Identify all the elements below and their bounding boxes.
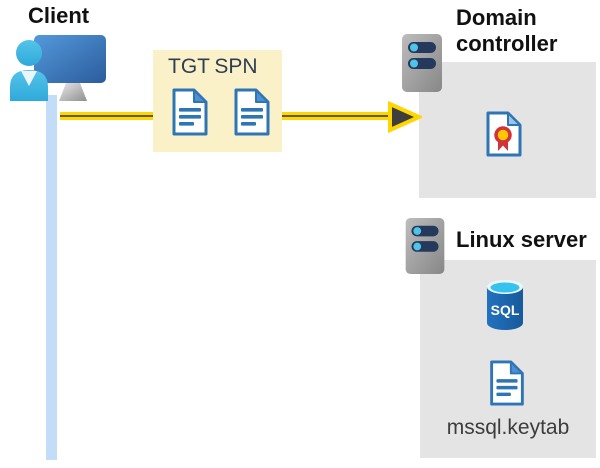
client-connection-line [46,95,57,460]
client-label: Client [28,3,90,28]
keytab-document-icon [488,359,526,407]
monitor-icon [34,35,106,101]
certificate-icon [485,110,523,158]
person-icon [10,40,48,101]
keytab-file-label: mssql.keytab [446,416,570,439]
tgt-label: TGT [168,55,210,78]
client-icon [8,30,108,108]
domain-controller-label: Domain controller [456,5,558,56]
sql-database-icon: SQL [485,278,525,332]
sql-label: SQL [491,302,520,318]
request-arrowhead-icon [388,100,422,134]
spn-document-icon [233,87,271,137]
linux-server-icon [404,217,446,275]
domain-controller-server-icon [401,33,443,93]
spn-label: SPN [214,55,258,78]
linux-server-label: Linux server [456,227,587,252]
tgt-document-icon [171,87,209,137]
